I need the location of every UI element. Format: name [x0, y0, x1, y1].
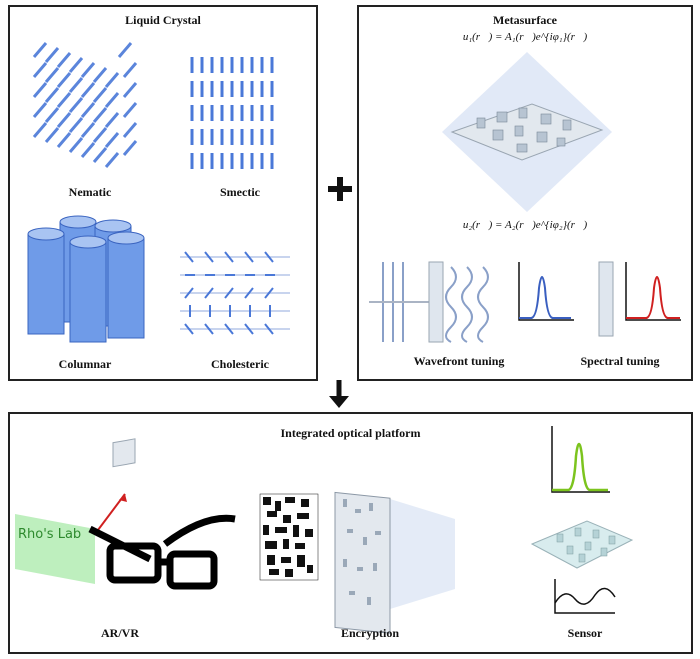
plus-icon: [328, 177, 352, 201]
columnar-label: Columnar: [58, 357, 112, 371]
nematic-illustration: [32, 42, 138, 168]
smectic-label: Smectic: [220, 185, 260, 199]
spectral-tuning-slab: [598, 261, 614, 337]
platform-title: Integrated optical platform: [280, 426, 421, 440]
green-spectrum-axes: [551, 426, 610, 493]
equation-top: u₁(r⃗) = A₁(r⃗)e^{iφ₁}(r⃗): [462, 31, 588, 43]
nematic-label: Nematic: [68, 185, 112, 199]
red-spectrum-plot: [625, 262, 681, 321]
ar-vr-illustration: [15, 438, 236, 590]
light-path-arrow: [94, 493, 126, 535]
green-spectrum-curve: [552, 442, 608, 492]
nematic-rods: [32, 42, 138, 168]
encryption-nanopillars: [343, 499, 381, 605]
light-cone: [390, 499, 455, 609]
columnar-illustration: [27, 215, 145, 343]
sensor-signal-plot: [554, 579, 616, 614]
cholesteric-illustration: [180, 251, 290, 335]
planar-wavefront: [369, 262, 429, 342]
blue-spectrum-curve: [519, 276, 571, 319]
arrow-down-icon: [329, 380, 349, 408]
blue-spectrum-plot: [518, 262, 574, 321]
metasurface-title: Metasurface: [493, 13, 557, 27]
blue-spectrum-axes: [518, 262, 574, 321]
spectral-tuning-label: Spectral tuning: [580, 354, 660, 368]
wavefront-tuning-label: Wavefront tuning: [413, 354, 505, 368]
sensor-signal-curve: [554, 587, 616, 605]
liquid-crystal-panel: Liquid Crystal Nematic Smectic: [8, 5, 318, 381]
cholesteric-helix: [180, 251, 290, 335]
cholesteric-label: Cholesteric: [211, 357, 269, 371]
arrowhead: [119, 494, 127, 502]
glasses-icon: [88, 514, 236, 590]
display-panel: [112, 438, 136, 468]
logo-text: Rho's Lab: [18, 527, 82, 542]
green-spectrum-plot: [551, 426, 610, 493]
smectic-illustration: [190, 57, 274, 169]
sensor-metasurface: [530, 520, 634, 569]
ar-vr-label: AR/VR: [101, 626, 139, 640]
red-spectrum-axes: [625, 262, 681, 321]
curved-wavefront: [445, 266, 489, 343]
metasurface-panel: Metasurface u₁(r⃗) = A₁(r⃗)e^{iφ₁}(r⃗) u…: [357, 5, 693, 381]
sensor-signal-axes: [554, 579, 615, 614]
nanopillars: [476, 107, 572, 153]
encryption-label: Encryption: [340, 626, 399, 640]
metasurface-slab: [428, 261, 444, 343]
wavefront-tuning-illustration: [369, 261, 489, 343]
encryption-illustration: [259, 491, 455, 634]
columnar-cylinders: [27, 215, 145, 343]
equation-bottom: u₂(r⃗) = A₂(r⃗)e^{iφ₂}(r⃗): [462, 219, 588, 231]
sensor-label: Sensor: [567, 626, 603, 640]
metasurface-illustration: [442, 52, 612, 212]
integrated-platform-panel: Integrated optical platform Rho's Lab AR…: [8, 412, 693, 654]
smectic-layers: [190, 57, 274, 169]
red-spectrum-curve: [626, 276, 680, 319]
qr-code-pattern: [259, 493, 319, 581]
liquid-crystal-title: Liquid Crystal: [125, 13, 201, 27]
encryption-metasurface: [334, 491, 391, 634]
logo-background: [15, 514, 95, 584]
